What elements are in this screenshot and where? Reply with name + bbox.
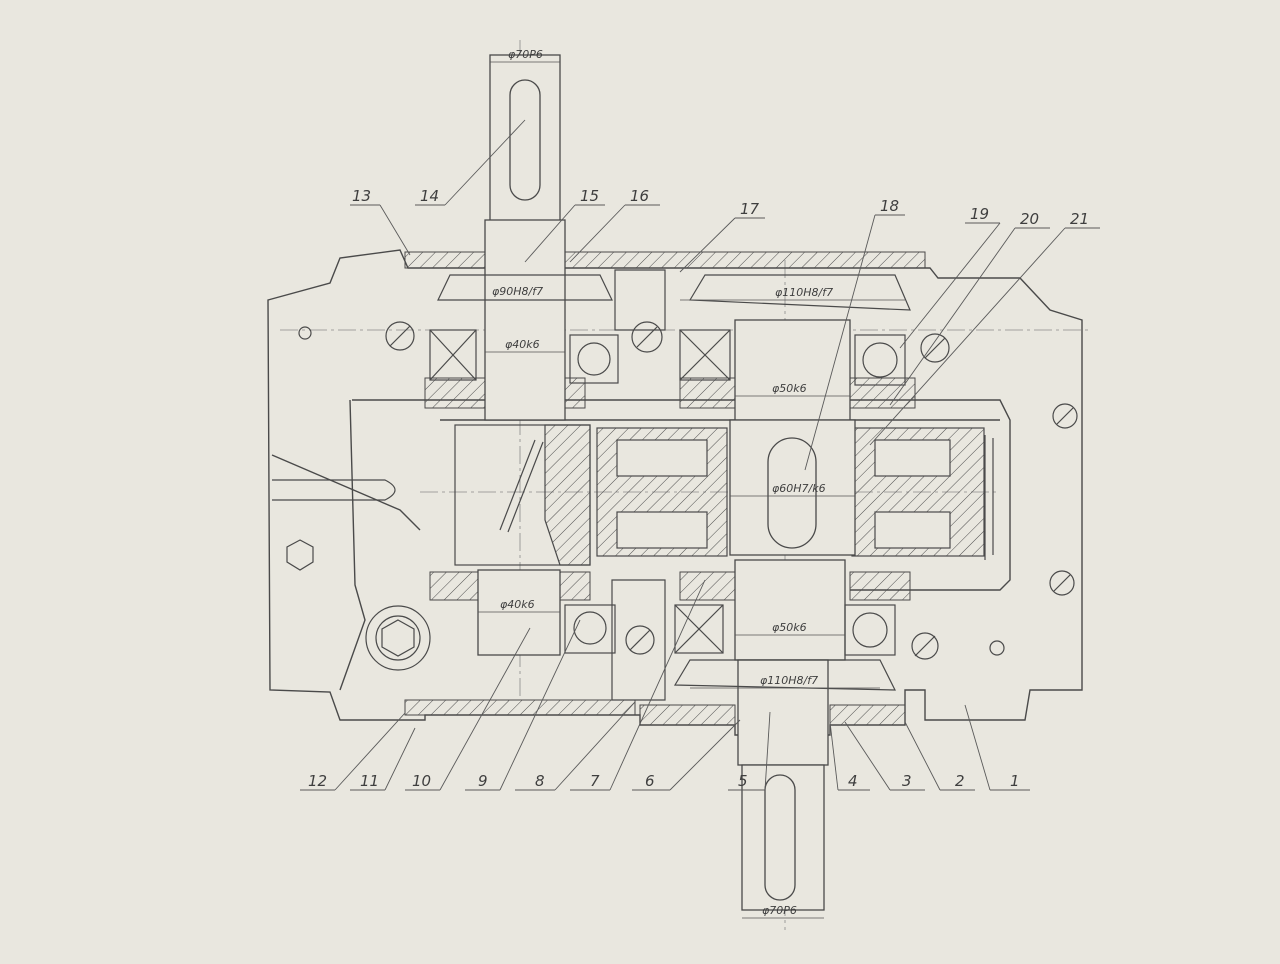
callout-12: 12 <box>308 772 327 790</box>
dim-mid-bearing-top: φ50k6 <box>772 382 807 395</box>
dim-housing-bore: φ110H8/f7 <box>775 286 833 299</box>
intermediate-shaft <box>734 319 851 421</box>
callout-2: 2 <box>955 772 965 790</box>
bearings <box>429 329 906 656</box>
callout-8: 8 <box>535 772 545 790</box>
callout-19: 19 <box>970 205 989 223</box>
bearing-lower-mid <box>674 604 724 654</box>
callout-13: 13 <box>352 187 371 205</box>
callout-18: 18 <box>880 197 899 215</box>
bearing-mid-right <box>854 334 906 386</box>
callout-14: 14 <box>420 187 439 205</box>
bearing-mid-left <box>679 329 731 381</box>
callout-7: 7 <box>590 772 600 790</box>
gear-train <box>454 424 994 566</box>
shafts <box>477 54 856 911</box>
dimension-labels: φ70P6 φ90H8/f7 φ40k6 φ110H8/f7 φ50k6 φ60… <box>478 48 905 919</box>
input-shaft <box>489 54 561 226</box>
dim-mid-gear-fit: φ60H7/k6 <box>772 482 826 495</box>
callout-leaders <box>300 119 1100 791</box>
callout-5: 5 <box>738 772 748 790</box>
callout-16: 16 <box>630 187 649 205</box>
callout-15: 15 <box>580 187 599 205</box>
bearing-lower-right <box>844 604 896 656</box>
dim-input-shaft-end: φ70P6 <box>508 48 543 61</box>
bolt-holes <box>272 321 1078 671</box>
callout-11: 11 <box>360 772 379 790</box>
bearing-lower-left <box>564 604 616 654</box>
dim-mid-bearing-bottom: φ50k6 <box>772 621 807 634</box>
dim-lower-bearing: φ40k6 <box>500 598 535 611</box>
bearing-input-left <box>429 329 477 381</box>
dim-input-bearing: φ40k6 <box>505 338 540 351</box>
dim-input-gear-fit: φ90H8/f7 <box>492 285 543 298</box>
dim-output-shaft-end: φ70P6 <box>762 904 797 917</box>
dim-output-bore: φ110H8/f7 <box>760 674 818 687</box>
callout-3: 3 <box>902 772 912 790</box>
callout-9: 9 <box>478 772 488 790</box>
callout-10: 10 <box>412 772 431 790</box>
callout-6: 6 <box>645 772 655 790</box>
output-shaft <box>737 659 829 766</box>
callout-numbers: 1 2 3 4 5 6 7 8 9 10 11 12 13 14 15 16 1… <box>308 187 1089 790</box>
callout-1: 1 <box>1010 772 1020 790</box>
callout-21: 21 <box>1070 210 1089 228</box>
callout-4: 4 <box>848 772 858 790</box>
bearing-input-right <box>569 334 619 384</box>
callout-20: 20 <box>1020 210 1039 228</box>
callout-17: 17 <box>740 200 760 218</box>
